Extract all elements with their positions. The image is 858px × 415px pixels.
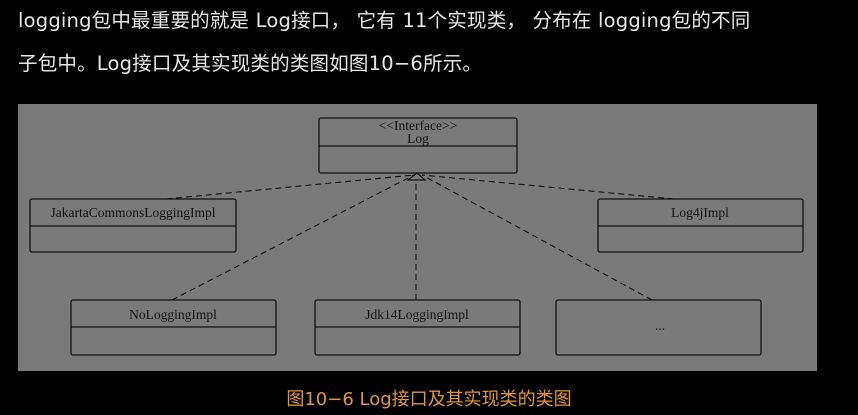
class-nologging-box: NoLoggingImpl	[70, 299, 277, 356]
class-jdk14-name: Jdk14LoggingImpl	[365, 307, 469, 322]
class-jdk14-box: Jdk14LoggingImpl	[314, 299, 521, 356]
class-log4j-box: Log4jImpl	[597, 198, 804, 253]
paragraph-line-2: 子包中。Log接口及其实现类的类图如图10−6所示。	[18, 52, 483, 75]
interface-name: Log	[407, 131, 429, 146]
realization-arrowhead	[406, 172, 427, 181]
class-diagram-figure: <<Interface>> Log JakartaCommonsLoggingI…	[18, 104, 817, 371]
class-jakarta-box: JakartaCommonsLoggingImpl	[29, 198, 237, 253]
realization-line-log4j	[421, 174, 675, 200]
interface-stereotype: <<Interface>>	[379, 118, 457, 133]
realization-line-more	[421, 174, 653, 301]
class-nologging-name: NoLoggingImpl	[129, 307, 217, 322]
class-log4j-name: Log4jImpl	[671, 205, 729, 220]
figure-caption: 图10−6 Log接口及其实现类的类图	[286, 389, 572, 410]
class-jakarta-name: JakartaCommonsLoggingImpl	[51, 205, 216, 220]
interface-log-box: <<Interface>> Log	[318, 117, 518, 174]
realization-line-jakarta	[165, 174, 415, 200]
class-more-name: ...	[655, 318, 665, 333]
class-more-box: ...	[555, 299, 762, 356]
realization-line-nologging	[171, 174, 415, 301]
class-diagram: <<Interface>> Log JakartaCommonsLoggingI…	[29, 117, 804, 356]
paragraph-line-1: logging包中最重要的就是 Log接口， 它有 11个实现类， 分布在 lo…	[18, 9, 751, 32]
